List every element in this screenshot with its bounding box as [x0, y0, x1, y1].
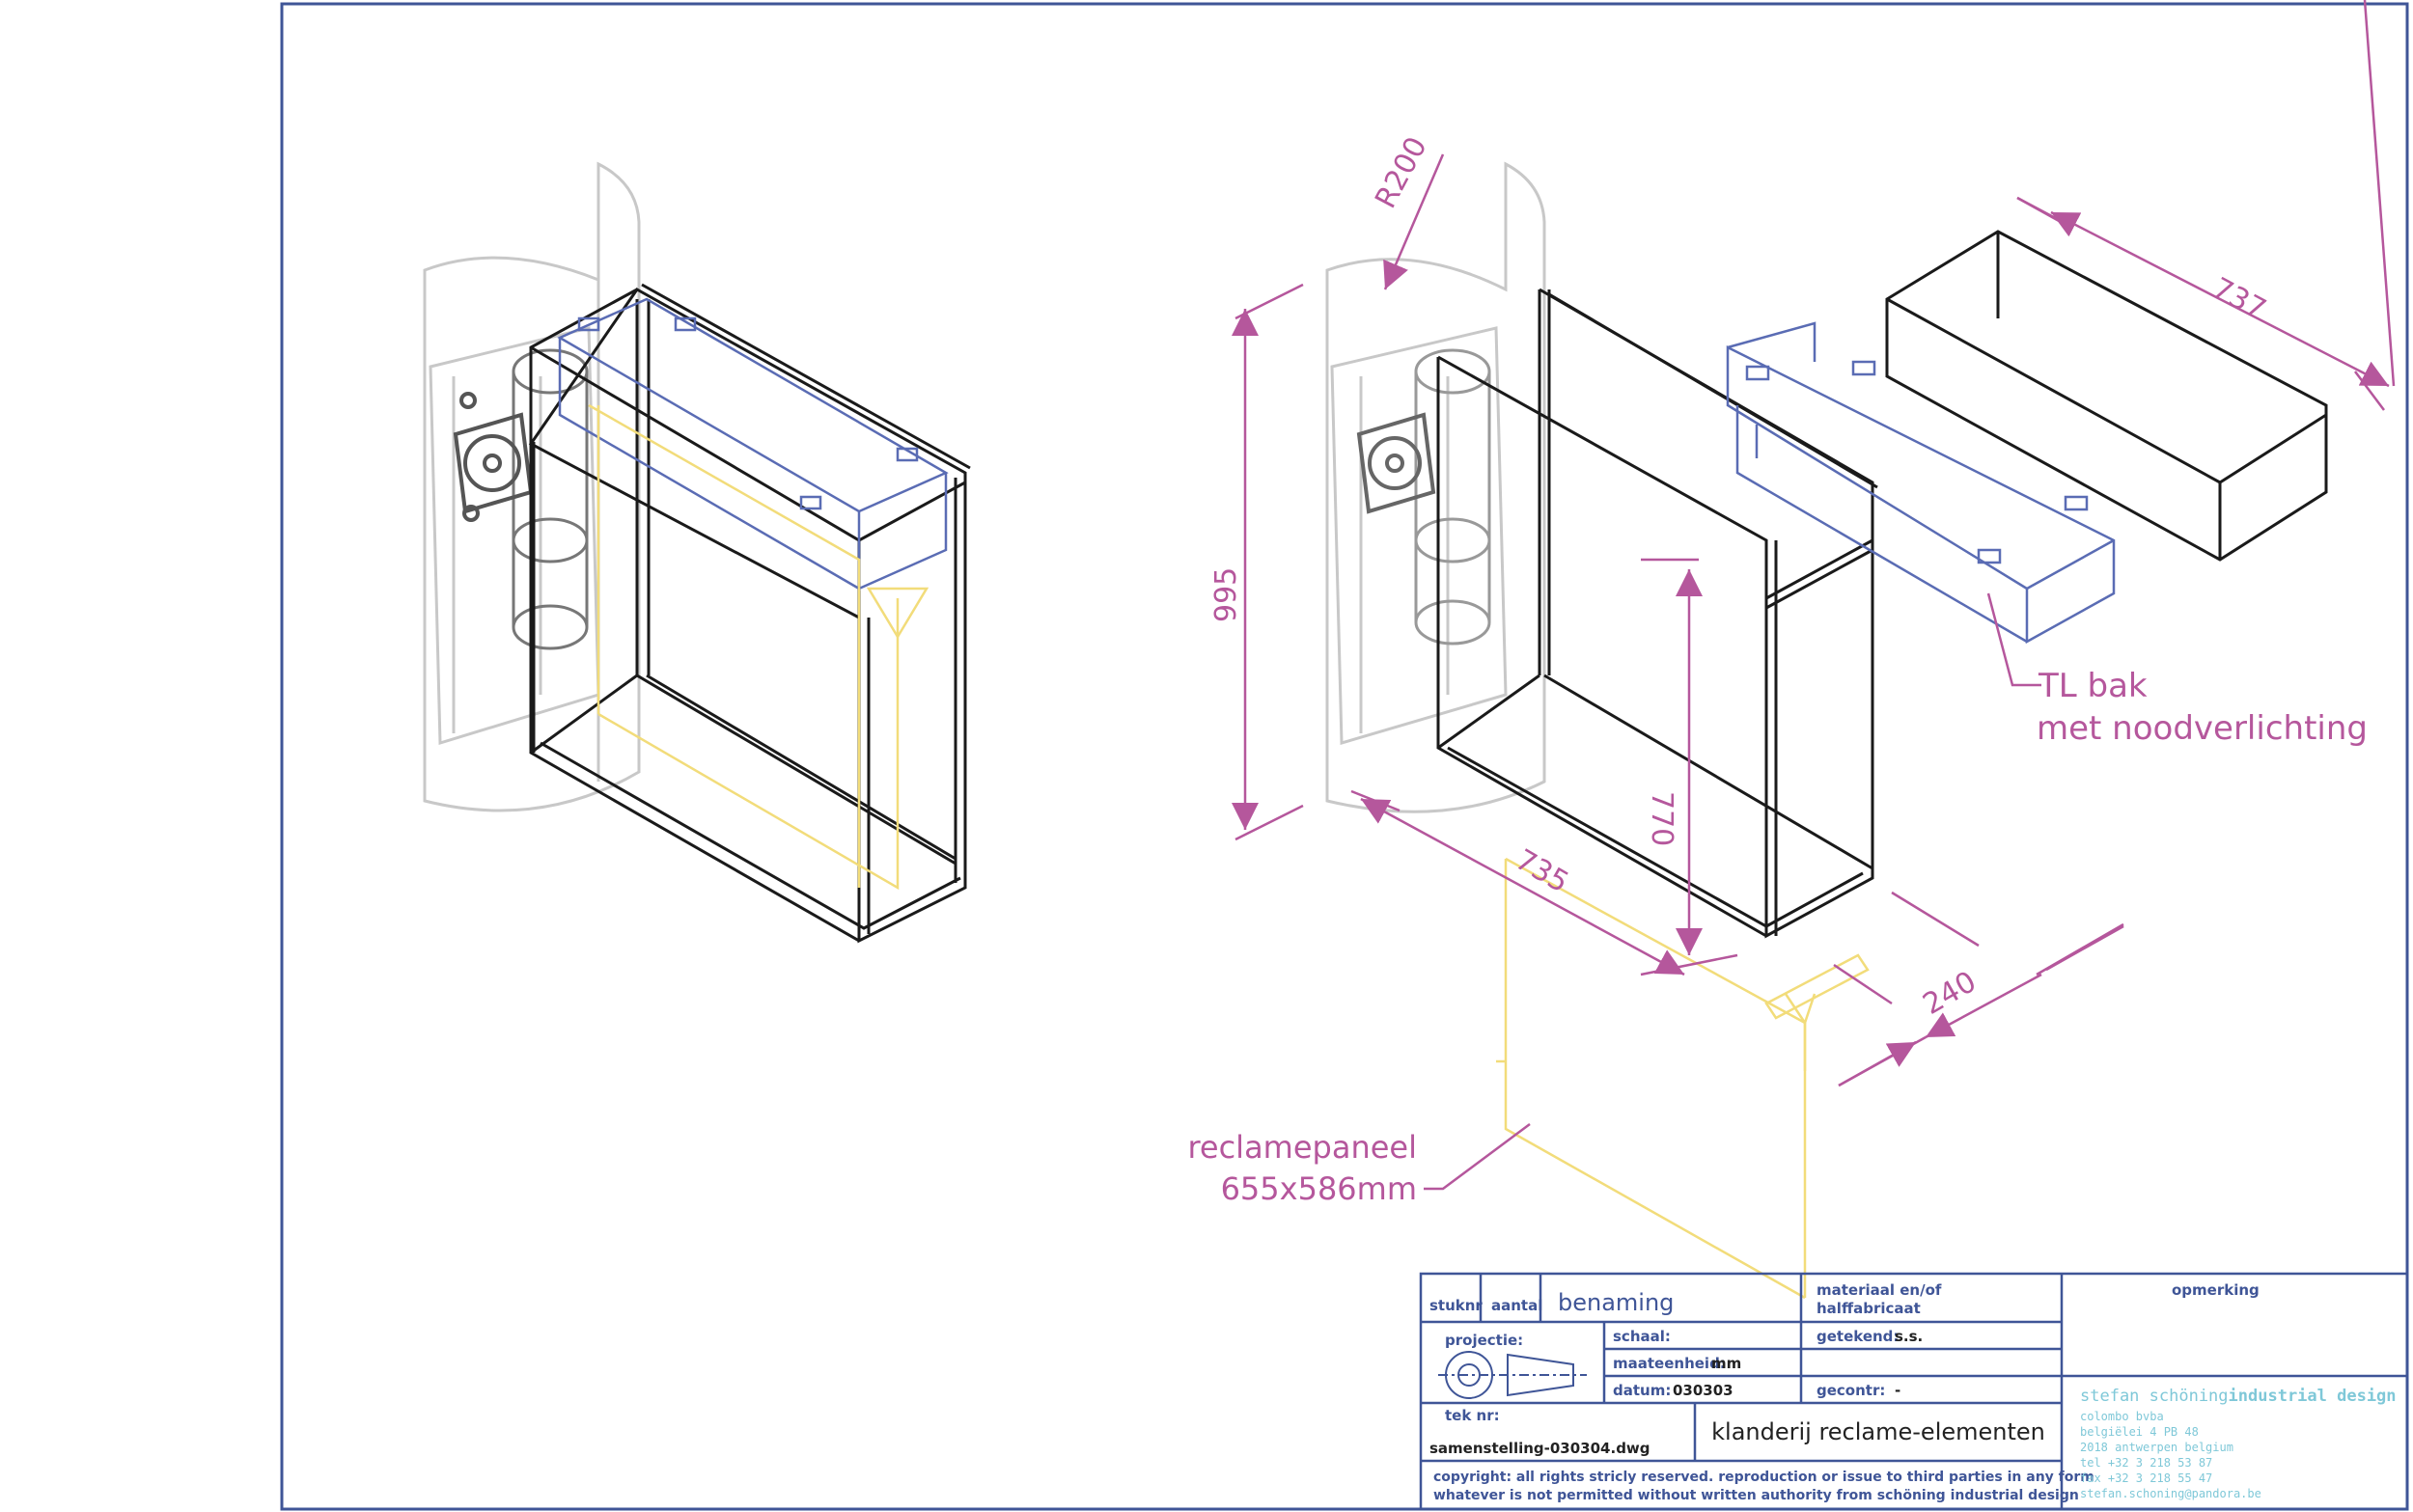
drawing-title: klanderij reclame-elementen	[1711, 1418, 2045, 1445]
left-assembly	[423, 161, 971, 944]
dimension-lines	[1232, 0, 2396, 1191]
left-tl-box	[557, 297, 949, 591]
company-line-6: stefan.schoning@pandora.be	[2080, 1487, 2261, 1500]
right-pipe	[1414, 348, 1491, 646]
tb-gecontr-label: gecontr:	[1817, 1382, 1885, 1399]
tb-maateenheid-value: mm	[1711, 1355, 1741, 1372]
dim-995-label: 995	[1209, 567, 1243, 622]
tb-schaal-label: schaal:	[1613, 1328, 1671, 1345]
left-bracket	[453, 392, 534, 522]
right-tl-housing	[1885, 230, 2328, 562]
company-line-5: fax +32 3 218 55 47	[2080, 1471, 2212, 1485]
dim-770-label: 770	[1645, 791, 1678, 846]
tl-noodverlichting-label: met noodverlichting	[2037, 709, 2368, 748]
drawing-frame	[280, 2, 2409, 1511]
right-bracket	[1356, 412, 1436, 514]
right-column-ghost	[1325, 161, 1546, 813]
tb-datum-value: 030303	[1673, 1382, 1733, 1399]
tb-gecontr-value: -	[1895, 1382, 1900, 1399]
tb-getekend-label: getekend:	[1817, 1328, 1899, 1345]
left-yellow-panel	[588, 403, 929, 891]
title-block: stuknr aantal benaming materiaal en/of h…	[1419, 1272, 2409, 1511]
company-name: stefan schöningindustrial design	[2080, 1387, 2397, 1406]
projection-symbol-icon	[1438, 1351, 1587, 1399]
tb-materiaal-1: materiaal en/of	[1817, 1281, 1942, 1299]
tb-teknr-value: samenstelling-030304.dwg	[1429, 1440, 1650, 1457]
tb-stuknr: stuknr	[1429, 1297, 1483, 1314]
tb-maateenheid-label: maateenheid:	[1613, 1355, 1726, 1372]
tb-projectie: projectie:	[1445, 1332, 1523, 1349]
right-yellow-panel	[1496, 857, 1870, 1300]
tb-copyright-2: whatever is not permitted without writte…	[1433, 1488, 2079, 1503]
tb-benaming: benaming	[1558, 1289, 1674, 1316]
reclamepaneel-label: reclamepaneel	[1187, 1129, 1417, 1166]
tb-opmerking: opmerking	[2172, 1281, 2260, 1299]
company-line-3: 2018 antwerpen belgium	[2080, 1441, 2233, 1454]
tb-getekend-value: s.s.	[1895, 1328, 1923, 1345]
tb-teknr-label: tek nr:	[1445, 1407, 1500, 1424]
dim-737-label: 737	[2206, 271, 2271, 327]
title-block-grid	[1419, 1272, 2409, 1511]
left-pipe	[512, 348, 589, 650]
tb-copyright-1: copyright: all rights stricly reserved. …	[1433, 1470, 2094, 1485]
company-line-4: tel +32 3 218 53 87	[2080, 1456, 2212, 1470]
right-tl-box	[1726, 321, 2116, 645]
tl-bak-label: TL bak	[2038, 667, 2148, 705]
tb-materiaal-2: halffabricaat	[1817, 1300, 1921, 1317]
company-line-1: colombo bvba	[2080, 1410, 2164, 1423]
company-line-2: belgiëlei 4 PB 48	[2080, 1425, 2199, 1439]
tb-datum-label: datum:	[1613, 1382, 1671, 1399]
dim-r200-label: R200	[1369, 131, 1434, 213]
tb-aantal: aantal	[1491, 1297, 1542, 1314]
reclamepaneel-size-label: 655x586mm	[1221, 1170, 1417, 1207]
